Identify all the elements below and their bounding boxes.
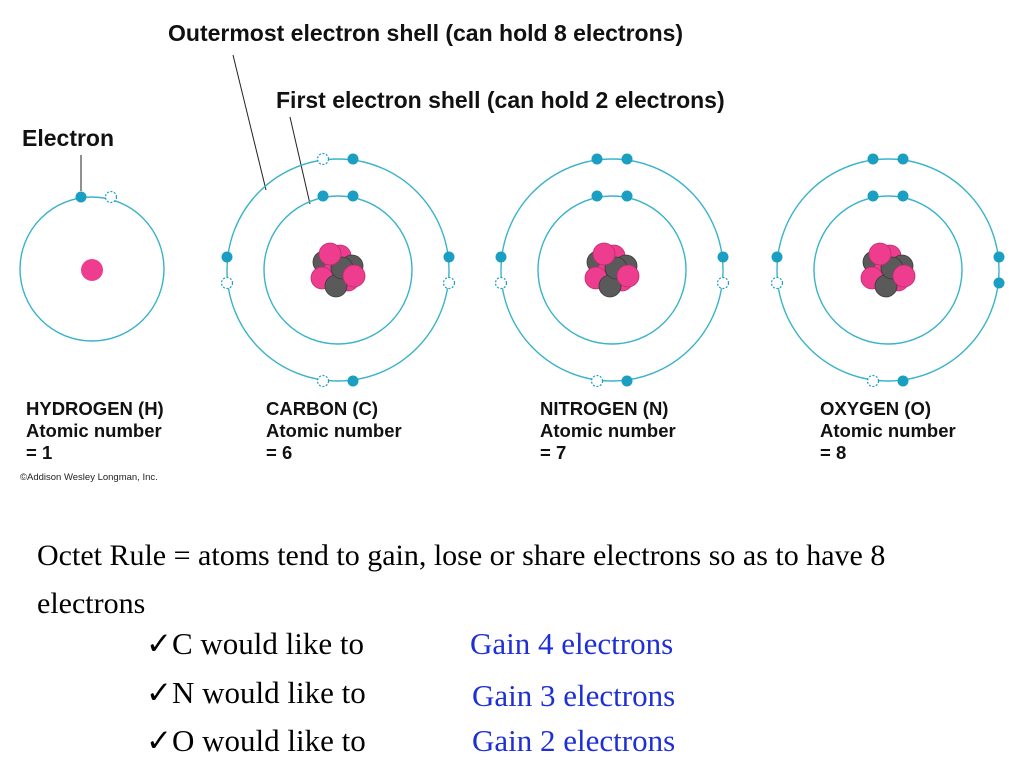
first-electron-shell: [813, 195, 963, 345]
atomic-number-label: Atomic number: [820, 420, 956, 441]
nucleus-proton: [342, 264, 366, 288]
check-icon: ✓: [146, 675, 172, 710]
electron: [771, 251, 783, 263]
atomic-number-value: = 7: [540, 442, 567, 463]
nucleus-proton: [616, 264, 640, 288]
electron: [221, 251, 233, 263]
atom-label-carbon: CARBON (C) Atomic number = 6: [266, 398, 402, 464]
octet-rule-text: Octet Rule = atoms tend to gain, lose or…: [37, 539, 886, 620]
atom-name: NITROGEN (N): [540, 398, 669, 419]
atomic-number-label: Atomic number: [540, 420, 676, 441]
electron-vacancy: [770, 276, 784, 290]
first-electron-shell: [537, 195, 687, 345]
outer-electron-shell: [776, 158, 1000, 382]
electron: [621, 190, 633, 202]
electron: [867, 190, 879, 202]
electron: [347, 153, 359, 165]
outer-shell-label: Outermost electron shell (can hold 8 ele…: [168, 20, 683, 46]
answer-carbon: Gain 4 electrons: [470, 626, 674, 661]
electron: [897, 190, 909, 202]
electron: [993, 251, 1005, 263]
nucleus-proton: [318, 242, 342, 266]
electron: [443, 251, 455, 263]
electron: [621, 153, 633, 165]
electron: [495, 251, 507, 263]
question-text: C would like to: [171, 626, 365, 661]
atom-carbon: [220, 152, 456, 388]
electron-vacancy: [866, 374, 880, 388]
outer-shell-pointer: [232, 54, 267, 191]
first-electron-shell: [19, 196, 165, 342]
check-icon: ✓: [146, 626, 172, 661]
nucleus: [860, 242, 916, 298]
atom-label-oxygen: OXYGEN (O) Atomic number = 8: [820, 398, 956, 464]
atomic-number-value: = 6: [266, 442, 293, 463]
checklist-item-nitrogen: ✓N would like to: [146, 675, 366, 711]
atom-hydrogen: [19, 190, 165, 342]
nucleus-proton: [892, 264, 916, 288]
answer-oxygen: Gain 2 electrons: [472, 723, 676, 758]
electron: [75, 191, 87, 203]
nucleus-proton: [868, 242, 892, 266]
atom-label-hydrogen: HYDROGEN (H) Atomic number = 1: [26, 398, 164, 464]
electron: [621, 375, 633, 387]
electron: [347, 375, 359, 387]
atomic-number-label: Atomic number: [26, 420, 162, 441]
nucleus-proton: [81, 259, 103, 281]
electron: [591, 153, 603, 165]
electron-vacancy: [716, 276, 730, 290]
electron-vacancy: [104, 190, 118, 204]
atom-oxygen: [770, 153, 1005, 388]
atomic-number-label: Atomic number: [266, 420, 402, 441]
electron: [317, 190, 329, 202]
electron: [347, 190, 359, 202]
checklist-item-carbon: ✓C would like to: [146, 626, 364, 662]
nucleus: [584, 242, 640, 298]
electron: [897, 375, 909, 387]
electron: [993, 277, 1005, 289]
electron: [591, 190, 603, 202]
first-shell-pointer: [289, 116, 311, 205]
electron: [717, 251, 729, 263]
electron: [867, 153, 879, 165]
checklist-item-oxygen: ✓O would like to: [146, 723, 366, 759]
question-text: N would like to: [171, 675, 366, 710]
atom-name: OXYGEN (O): [820, 398, 932, 419]
question-text: O would like to: [171, 723, 366, 758]
electron-vacancy: [316, 152, 330, 166]
nucleus: [310, 242, 366, 298]
outer-electron-shell: [226, 158, 450, 382]
electron-vacancy: [220, 276, 234, 290]
first-electron-shell: [263, 195, 413, 345]
electron-vacancy: [494, 276, 508, 290]
electron-vacancy: [590, 374, 604, 388]
first-shell-label: First electron shell (can hold 2 electro…: [276, 87, 725, 113]
check-icon: ✓: [146, 723, 172, 758]
atomic-number-value: = 8: [820, 442, 847, 463]
electron-vacancy: [316, 374, 330, 388]
outer-electron-shell: [500, 158, 724, 382]
electron-vacancy: [442, 276, 456, 290]
atomic-number-value: = 1: [26, 442, 53, 463]
atom-name: CARBON (C): [266, 398, 379, 419]
atom-nitrogen: [494, 153, 730, 388]
atoms-layer: [19, 152, 1005, 388]
electron-label: Electron: [22, 125, 114, 151]
atom-name: HYDROGEN (H): [26, 398, 164, 419]
atom-label-nitrogen: NITROGEN (N) Atomic number = 7: [540, 398, 676, 464]
copyright-notice: ©Addison Wesley Longman, Inc.: [20, 472, 158, 483]
electron: [897, 153, 909, 165]
nucleus-proton: [592, 242, 616, 266]
answer-nitrogen: Gain 3 electrons: [472, 678, 676, 713]
